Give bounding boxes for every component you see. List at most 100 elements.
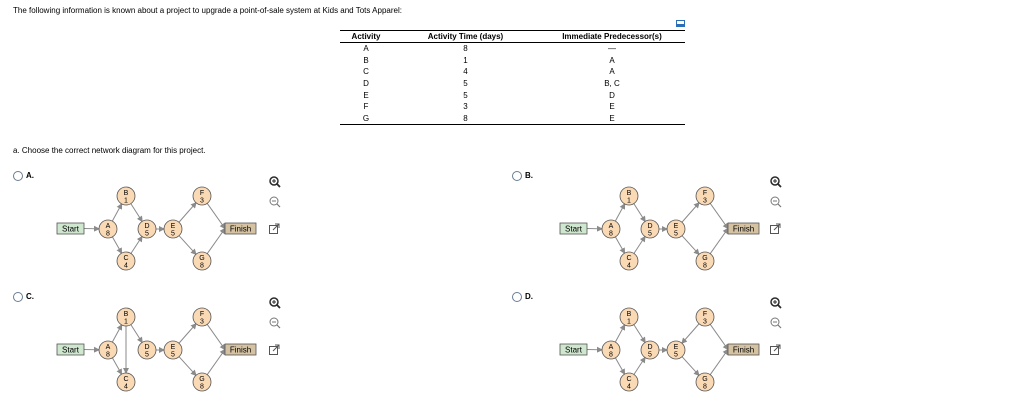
activity-node-f: F3 (192, 186, 212, 206)
zoom-out-icon[interactable] (770, 196, 782, 208)
popout-icon[interactable] (770, 344, 781, 355)
activity-table: Activity Activity Time (days) Immediate … (340, 30, 685, 126)
node-id: B (124, 311, 129, 318)
collapse-icon[interactable] (676, 20, 685, 27)
node-time: 1 (627, 198, 631, 205)
finish-label: Finish (733, 225, 754, 234)
start-node: Start (559, 222, 588, 235)
activity-node-c: C4 (116, 251, 136, 271)
start-label: Start (565, 346, 583, 355)
activity-node-f: F3 (192, 307, 212, 327)
cell-activity: G (340, 112, 392, 126)
option-b-radio[interactable] (512, 171, 522, 181)
cell-time: 8 (463, 44, 468, 54)
node-time: 3 (703, 319, 707, 326)
zoom-in-icon[interactable] (269, 176, 281, 188)
node-time: 1 (124, 319, 128, 326)
activity-node-a: A8 (601, 219, 621, 239)
node-id: E (171, 223, 176, 230)
cell-time: 8 (392, 112, 539, 126)
cell-time: 4 (463, 67, 468, 77)
start-node: Start (559, 343, 588, 356)
node-time: 5 (145, 231, 149, 238)
node-time: 5 (674, 352, 678, 359)
node-time: 1 (124, 198, 128, 205)
start-node: Start (56, 343, 85, 356)
header-activity: Activity (340, 30, 392, 43)
popout-icon[interactable] (269, 344, 280, 355)
node-time: 8 (200, 263, 204, 270)
activity-node-g: G8 (192, 251, 212, 271)
activity-node-a: A8 (98, 340, 118, 360)
zoom-in-icon[interactable] (770, 176, 782, 188)
activity-node-g: G8 (695, 251, 715, 271)
activity-node-d: D5 (137, 340, 157, 360)
node-time: 4 (627, 263, 631, 270)
node-id: D (647, 223, 652, 230)
node-id: G (702, 376, 707, 383)
zoom-out-icon[interactable] (269, 317, 281, 329)
arrow-E-F (178, 323, 197, 344)
node-time: 8 (609, 352, 613, 359)
cell-activity: E (363, 90, 369, 100)
node-id: A (106, 344, 111, 351)
zoom-in-icon[interactable] (770, 297, 782, 309)
node-id: F (703, 190, 707, 197)
cell-predecessors: A (609, 67, 615, 77)
activity-node-g: G8 (695, 372, 715, 392)
cell-predecessors: E (609, 102, 615, 112)
node-time: 1 (627, 319, 631, 326)
cell-predecessors: A (609, 55, 615, 65)
arrow-A-C (111, 357, 123, 376)
arrow-B-D (633, 203, 646, 223)
arrow-A-B (614, 203, 626, 222)
activity-node-d: D5 (640, 340, 660, 360)
finish-node: Finish (727, 343, 760, 356)
node-id: D (144, 344, 149, 351)
start-label: Start (62, 225, 80, 234)
cell-time: 3 (463, 102, 468, 112)
finish-label: Finish (230, 225, 251, 234)
zoom-out-icon[interactable] (770, 317, 782, 329)
option-b-label: B. (525, 171, 533, 180)
option-d-radio[interactable] (512, 292, 522, 302)
arrow-B-D (633, 324, 646, 344)
node-time: 3 (200, 319, 204, 326)
popout-icon[interactable] (269, 223, 280, 234)
zoom-out-icon[interactable] (269, 196, 281, 208)
arrow-A-C (614, 357, 626, 376)
activity-node-a: A8 (98, 219, 118, 239)
zoom-in-icon[interactable] (269, 297, 281, 309)
activity-node-c: C4 (619, 372, 639, 392)
activity-node-f: F3 (695, 307, 715, 327)
node-id: E (674, 344, 679, 351)
popout-icon[interactable] (770, 223, 781, 234)
arrow-B-D (130, 324, 143, 344)
node-id: F (200, 311, 204, 318)
option-c-radio[interactable] (13, 292, 23, 302)
arrow-F-Fi (206, 203, 226, 230)
node-id: B (627, 311, 632, 318)
node-time: 5 (171, 352, 175, 359)
header-predecessors: Immediate Predecessor(s) (539, 30, 685, 43)
node-time: 8 (106, 231, 110, 238)
start-label: Start (565, 225, 583, 234)
finish-node: Finish (727, 222, 760, 235)
node-time: 8 (703, 384, 707, 391)
option-a-radio[interactable] (13, 171, 23, 181)
node-id: D (647, 344, 652, 351)
node-time: 8 (200, 384, 204, 391)
node-time: 8 (106, 352, 110, 359)
header-activity-time: Activity Time (days) (392, 30, 539, 43)
arrow-F-Fi (709, 203, 729, 230)
